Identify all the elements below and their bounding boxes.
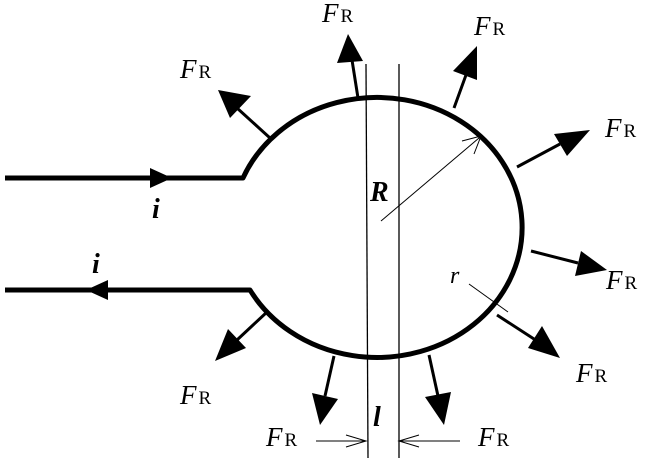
current-label-in: i [152,194,160,225]
force-arrow-top-right [452,46,477,109]
force-arrow-bottom-left [312,355,338,425]
force-arrow-top-left [337,34,363,99]
force-arrow-right [516,130,590,169]
width-arrowhead-right-icon [397,434,420,448]
force-arrow-lower-right [496,313,560,358]
strip-line-left [365,63,369,459]
radius-line [380,137,480,222]
force-arrow-bottom-right [425,354,451,425]
force-arrow-upper-left [218,90,272,140]
radius-label: R [369,177,389,208]
conductor-wire [5,94,525,360]
radius-arrowhead-icon [461,135,482,155]
force-arrow-right-lower [530,249,607,276]
wire-radius-leader [468,283,509,313]
wire-radius-label: r [450,263,460,289]
width-label: l [373,402,381,433]
current-label-out: i [92,249,100,280]
current-arrow-out-icon [86,280,108,300]
current-arrow-in-icon [150,168,172,188]
force-arrow-lower-left [215,310,269,361]
width-arrowhead-left-icon [345,434,368,448]
